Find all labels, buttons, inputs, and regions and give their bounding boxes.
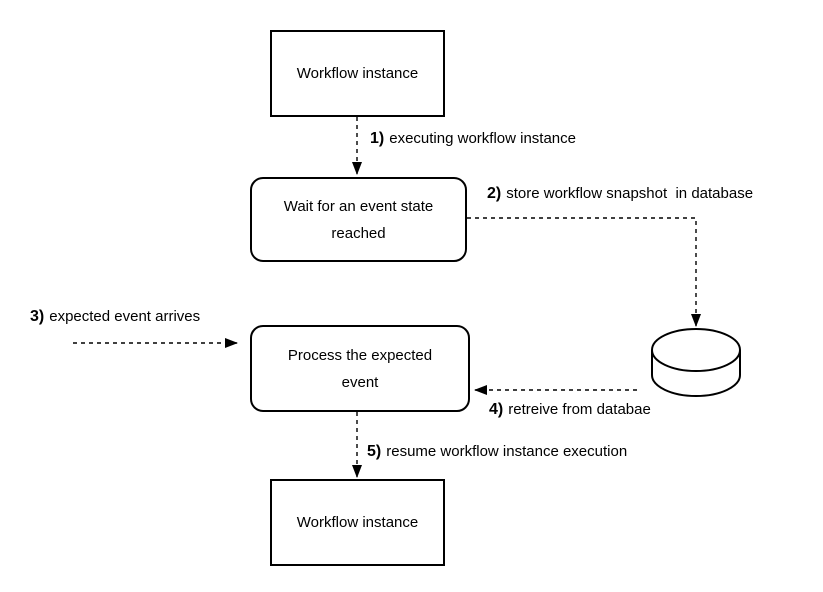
- edge-text: resume workflow instance execution: [386, 443, 628, 460]
- edge-text: retreive from databae: [508, 401, 651, 418]
- edge-text: executing workflow instance: [389, 130, 576, 147]
- node-workflow-instance-bottom: Workflow instance: [270, 479, 445, 566]
- edge-text: store workflow snapshot in database: [506, 185, 754, 202]
- edge-number: 1): [370, 130, 385, 147]
- edge-number: 2): [487, 185, 502, 202]
- node-wait-for-event-state: Wait for an event state reached: [250, 177, 467, 262]
- edge-number: 3): [30, 308, 45, 325]
- edge-2-arrow: [467, 217, 701, 327]
- node-label: Wait for an event state reached: [283, 197, 434, 242]
- edge-label-2-store-snapshot: 2)store workflow snapshot in database: [487, 185, 753, 203]
- node-label: Workflow instance: [296, 65, 419, 82]
- node-workflow-instance-top: Workflow instance: [270, 30, 445, 117]
- node-process-expected-event: Process the expected event: [250, 325, 470, 412]
- node-label: Process the expected event: [287, 346, 433, 391]
- edge-number: 5): [367, 443, 382, 460]
- edge-label-1-executing: 1)executing workflow instance: [370, 130, 576, 148]
- edge-text: expected event arrives: [49, 308, 201, 325]
- database-icon: [651, 328, 741, 397]
- edge-label-4-retrieve: 4)retreive from databae: [489, 401, 651, 419]
- edge-label-3-event-arrives: 3)expected event arrives: [30, 308, 200, 326]
- node-label: Workflow instance: [296, 514, 419, 531]
- edge-number: 4): [489, 401, 504, 418]
- edge-label-5-resume: 5)resume workflow instance execution: [367, 443, 627, 461]
